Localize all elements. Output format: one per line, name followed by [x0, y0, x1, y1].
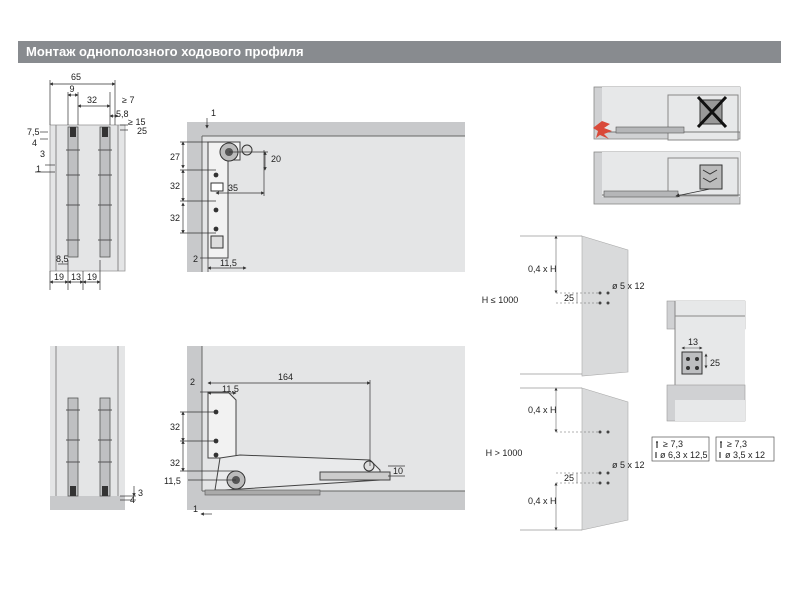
- dim-19-left: 19: [54, 272, 64, 282]
- screw-spec-2: ≥ 7,3 ø 3,5 x 12: [715, 436, 775, 462]
- collision-warning-icon: [593, 121, 612, 139]
- screw-icon: [656, 441, 658, 448]
- height-condition-large: H > 1000: [486, 448, 523, 458]
- screw-length: ≥ 7,3: [727, 439, 747, 449]
- screw-length: ≥ 7,3: [663, 439, 683, 449]
- cabinet-side-panel: [50, 125, 125, 271]
- dim-13: 13: [688, 337, 698, 347]
- dim-25: 25: [137, 126, 147, 136]
- dim-32-a: 32: [170, 181, 180, 191]
- dim-1: 1: [193, 504, 198, 514]
- running-profile-left: [66, 126, 80, 258]
- profile-cross-section-top: 65 9 32 ≥ 7 5,8 ≥ 15 25 7,5 4 3 1 8,5 19…: [27, 72, 147, 290]
- height-condition-small: H ≤ 1000: [482, 295, 518, 305]
- screw-icon: [720, 441, 722, 448]
- ratio-label: 0,4 x H: [528, 264, 557, 274]
- not-allowed-icon: [696, 95, 728, 129]
- dim-32-a: 32: [170, 422, 180, 432]
- screw-spec-1: ≥ 7,3 ø 6,3 x 12,5: [651, 436, 710, 462]
- ratio-label-bottom: 0,4 x H: [528, 496, 557, 506]
- running-profile-right: [98, 126, 112, 258]
- fitting-detail-small: 13 25: [666, 300, 746, 422]
- dim-4: 4: [130, 495, 135, 505]
- dim-65: 65: [71, 72, 81, 82]
- dim-32-b: 32: [170, 213, 180, 223]
- dim-ge7: ≥ 7: [122, 95, 134, 105]
- fitting-plate: [207, 391, 237, 459]
- dim-25: 25: [564, 293, 574, 303]
- screw-size: ø 6,3 x 12,5: [660, 450, 708, 460]
- hole-size: ø 5 x 12: [612, 281, 645, 291]
- door-panel-large: [581, 387, 629, 531]
- dim-11-5: 11,5: [220, 258, 237, 268]
- dim-32-b: 32: [170, 458, 180, 468]
- dim-25: 25: [710, 358, 720, 368]
- profile-cross-section-bottom: 3 4: [50, 346, 143, 510]
- dim-32: 32: [87, 95, 97, 105]
- dim-2: 2: [190, 377, 195, 387]
- dim-5-8: 5,8: [116, 109, 129, 119]
- mounting-check-illustration: [593, 86, 741, 205]
- hole-position-h-large: H > 1000 0,4 x H 25 ø 5 x 12 0,4 x H: [486, 387, 645, 531]
- running-profile-left: [66, 397, 80, 497]
- dim-11-5-bottom: 11,5: [164, 476, 181, 486]
- dim-1: 1: [36, 164, 41, 174]
- dim-3: 3: [138, 488, 143, 498]
- screw-size: ø 3,5 x 12: [725, 450, 765, 460]
- running-profile-right: [98, 397, 112, 497]
- door-panel: [581, 235, 629, 377]
- dim-4: 4: [32, 138, 37, 148]
- corner-fitting-detail-top: 1 27 20 32 35 32 2 11,5: [170, 108, 465, 272]
- dim-19-right: 19: [87, 272, 97, 282]
- dim-27: 27: [170, 152, 180, 162]
- dim-20: 20: [271, 154, 281, 164]
- dim-35: 35: [228, 183, 238, 193]
- dim-164: 164: [278, 372, 293, 382]
- banner-title: Монтаж однополозного ходового профиля: [26, 44, 304, 59]
- hole-size: ø 5 x 12: [612, 460, 645, 470]
- section-banner: Монтаж однополозного ходового профиля: [18, 41, 781, 63]
- dim-13: 13: [71, 272, 81, 282]
- ratio-label-top: 0,4 x H: [528, 405, 557, 415]
- roller-fitting-detail-bottom: 2 11,5 164 32 32 11,5 10 1: [164, 346, 465, 516]
- dim-1: 1: [211, 108, 216, 118]
- dim-9: 9: [69, 84, 74, 94]
- dim-10: 10: [393, 466, 403, 476]
- dim-8-5: 8,5: [56, 254, 69, 264]
- dim-2: 2: [193, 254, 198, 264]
- dim-11-5-top: 11,5: [222, 384, 239, 394]
- dim-ge15: ≥ 15: [128, 117, 145, 127]
- dim-3: 3: [40, 149, 45, 159]
- hole-position-h-small: H ≤ 1000 0,4 x H 25 ø 5 x 12: [482, 235, 645, 377]
- dim-25: 25: [564, 473, 574, 483]
- dim-7-5: 7,5: [27, 127, 40, 137]
